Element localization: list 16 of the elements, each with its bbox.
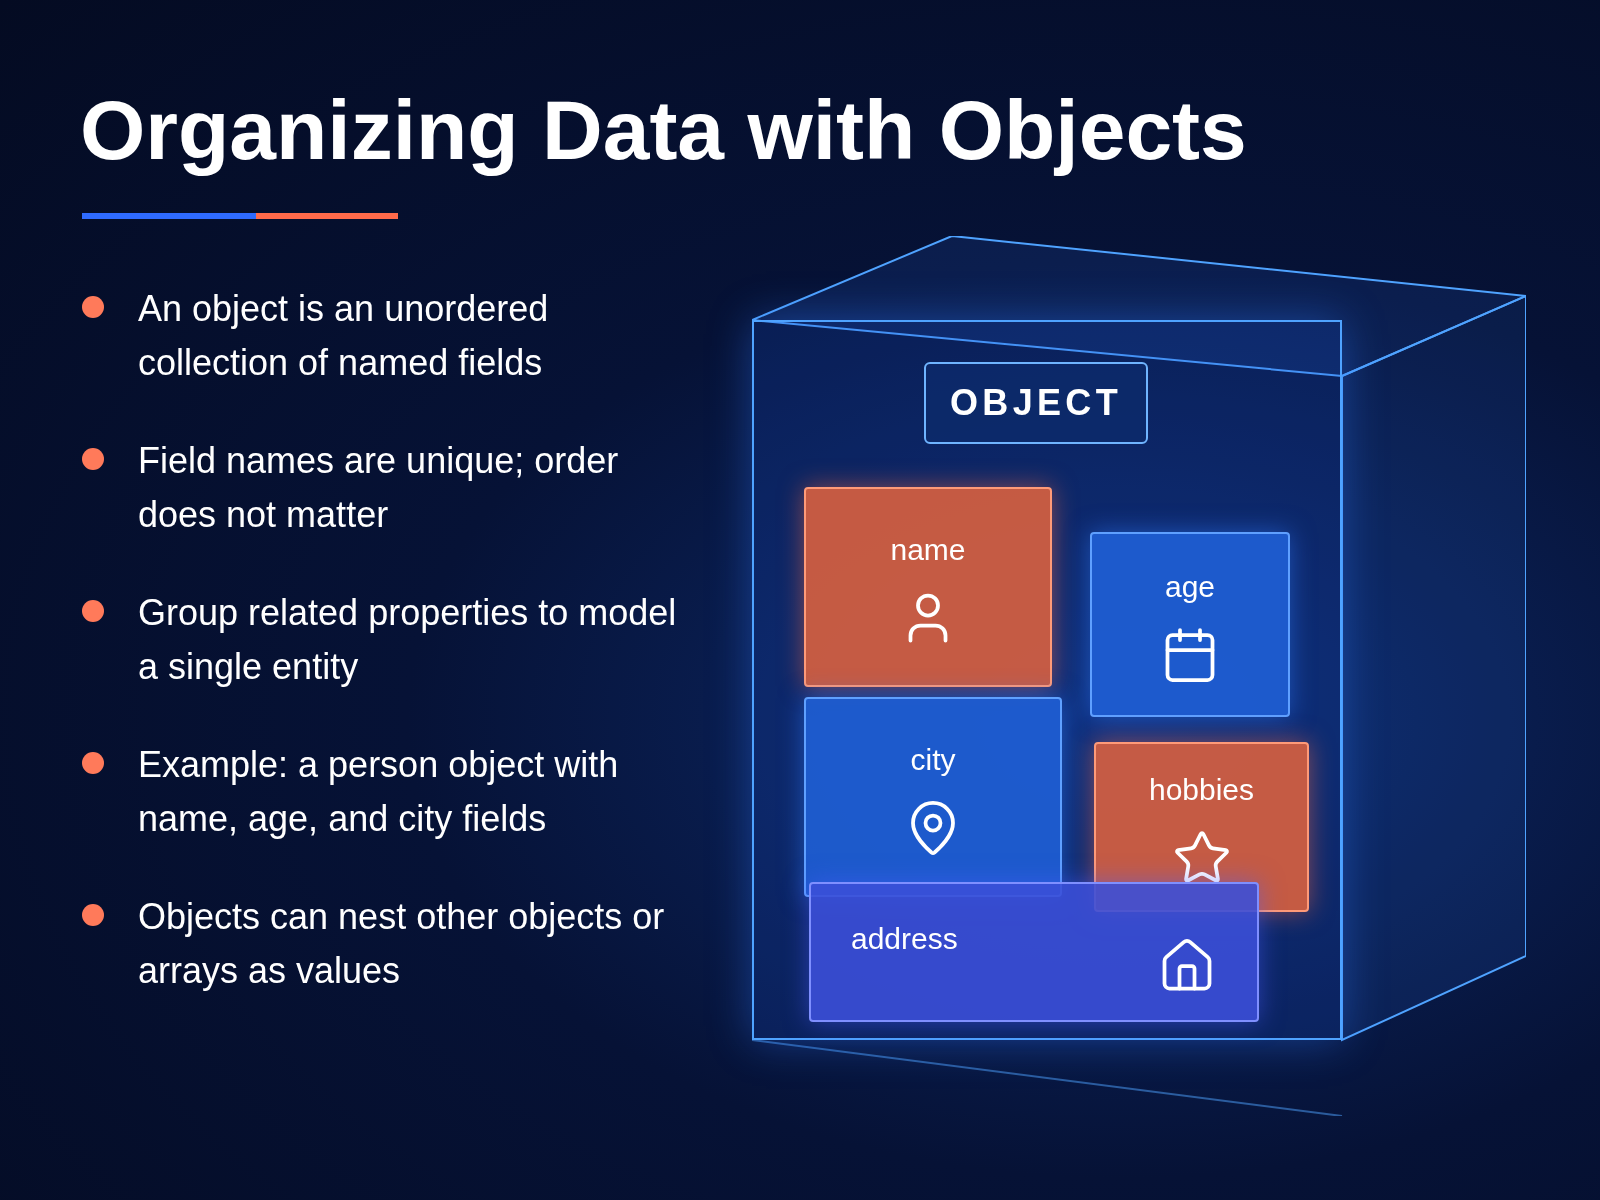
object-tag: OBJECT bbox=[924, 362, 1148, 444]
bullet-text: Field names are unique; order does not matter bbox=[138, 439, 620, 537]
field-name: city bbox=[910, 741, 956, 778]
field-name: age bbox=[1164, 569, 1216, 605]
bullet-text: Example: a person object with name, age, and city fields bbox=[138, 743, 620, 841]
field-block bbox=[809, 882, 1259, 1022]
field-name: address bbox=[851, 921, 958, 957]
field-name: hobbies bbox=[1148, 771, 1255, 808]
field-block bbox=[1090, 532, 1290, 717]
bullet-text: Objects can nest other objects or arrays as values bbox=[138, 895, 666, 993]
field-name: name bbox=[890, 531, 966, 568]
field-block bbox=[804, 697, 1062, 897]
bullet-text: Group related properties to model a single entity bbox=[138, 591, 678, 689]
field-block bbox=[804, 487, 1052, 687]
object-container bbox=[752, 320, 1342, 1040]
bullet-text: An object is an unordered collection of named fields bbox=[138, 287, 550, 385]
